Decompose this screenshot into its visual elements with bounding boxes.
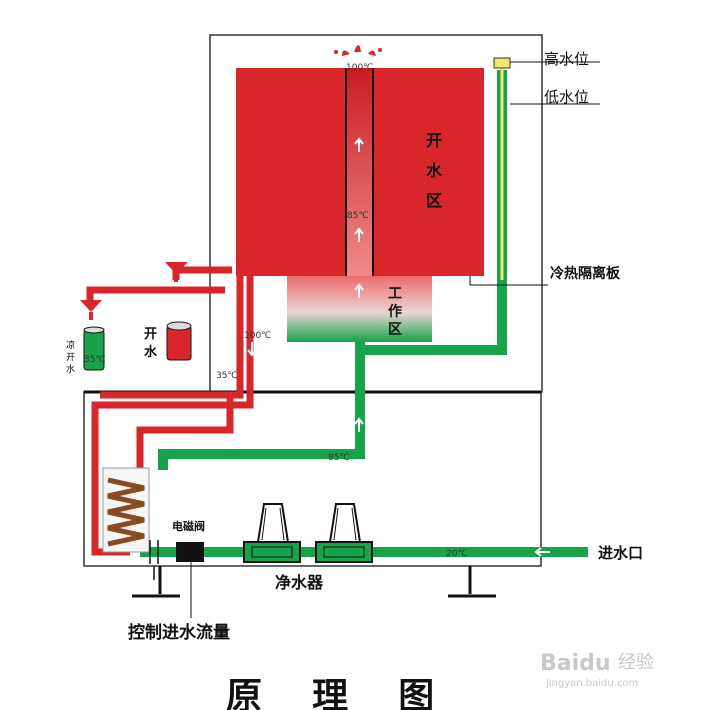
funnel-right bbox=[165, 262, 188, 282]
cool-water-cup bbox=[83, 326, 105, 371]
solenoid-label: 电磁阀 bbox=[172, 519, 205, 533]
purifier-2 bbox=[315, 503, 373, 563]
foot-left bbox=[132, 566, 180, 598]
svg-text:水: 水 bbox=[66, 363, 75, 375]
svg-text:开: 开 bbox=[426, 131, 442, 150]
watermark-cn: 经验 bbox=[618, 652, 654, 673]
up-arrows bbox=[225, 137, 364, 432]
svg-text:开: 开 bbox=[66, 352, 75, 363]
boiling-tank bbox=[236, 68, 484, 276]
separator-label: 冷热隔离板 bbox=[550, 265, 621, 282]
temp-pipe-hot: 100℃ bbox=[244, 331, 271, 341]
inlet-arrow bbox=[534, 547, 550, 557]
lower-frame bbox=[83, 391, 542, 567]
watermark-brand: Baidu bbox=[540, 651, 611, 676]
temp-green-pipe: 85℃ bbox=[328, 453, 350, 463]
heating-coil bbox=[102, 467, 150, 553]
separator-pointer bbox=[469, 276, 548, 286]
watermark-url: jingyan.baidu.com bbox=[545, 678, 638, 689]
low-level-label: 低水位 bbox=[544, 88, 589, 106]
cool-water-label: 凉 开 水 bbox=[66, 339, 75, 375]
level-cap bbox=[493, 57, 511, 69]
svg-text:水: 水 bbox=[426, 161, 443, 180]
flow-control-label: 控制进水流量 bbox=[128, 622, 230, 643]
svg-text:凉: 凉 bbox=[66, 339, 75, 351]
down-arrow bbox=[247, 342, 257, 357]
baidu-watermark: Baidu 经验 jingyan.baidu.com bbox=[540, 651, 654, 689]
svg-text:区: 区 bbox=[426, 191, 442, 210]
diagram-title: 原 理 图 bbox=[226, 676, 434, 710]
working-zone-label: 工 作 区 bbox=[388, 286, 402, 338]
temp-mid: 85℃ bbox=[347, 211, 369, 221]
temp-pipe-cool: 35℃ bbox=[216, 371, 238, 381]
high-level-label: 高水位 bbox=[544, 50, 589, 68]
splash-icon bbox=[334, 45, 382, 56]
funnel-left bbox=[80, 300, 102, 320]
svg-text:作: 作 bbox=[388, 303, 402, 320]
purifier-label: 净水器 bbox=[275, 573, 324, 592]
boiling-zone-label: 开 水 区 bbox=[426, 131, 443, 210]
svg-text:开: 开 bbox=[144, 327, 157, 342]
boiled-water-cup bbox=[166, 321, 192, 361]
purifier-1 bbox=[243, 503, 301, 563]
inlet-label: 进水口 bbox=[598, 544, 643, 562]
svg-text:区: 区 bbox=[388, 322, 402, 338]
boiled-water-label: 开 水 bbox=[144, 327, 158, 360]
foot-right bbox=[448, 566, 496, 598]
temp-top: 100℃ bbox=[346, 63, 373, 73]
temp-cup: 35℃ bbox=[84, 355, 106, 365]
check-valve bbox=[149, 540, 159, 580]
svg-text:工: 工 bbox=[388, 286, 402, 302]
svg-text:水: 水 bbox=[144, 344, 158, 360]
solenoid-valve bbox=[176, 542, 204, 562]
temp-inlet: 20℃ bbox=[446, 549, 468, 559]
